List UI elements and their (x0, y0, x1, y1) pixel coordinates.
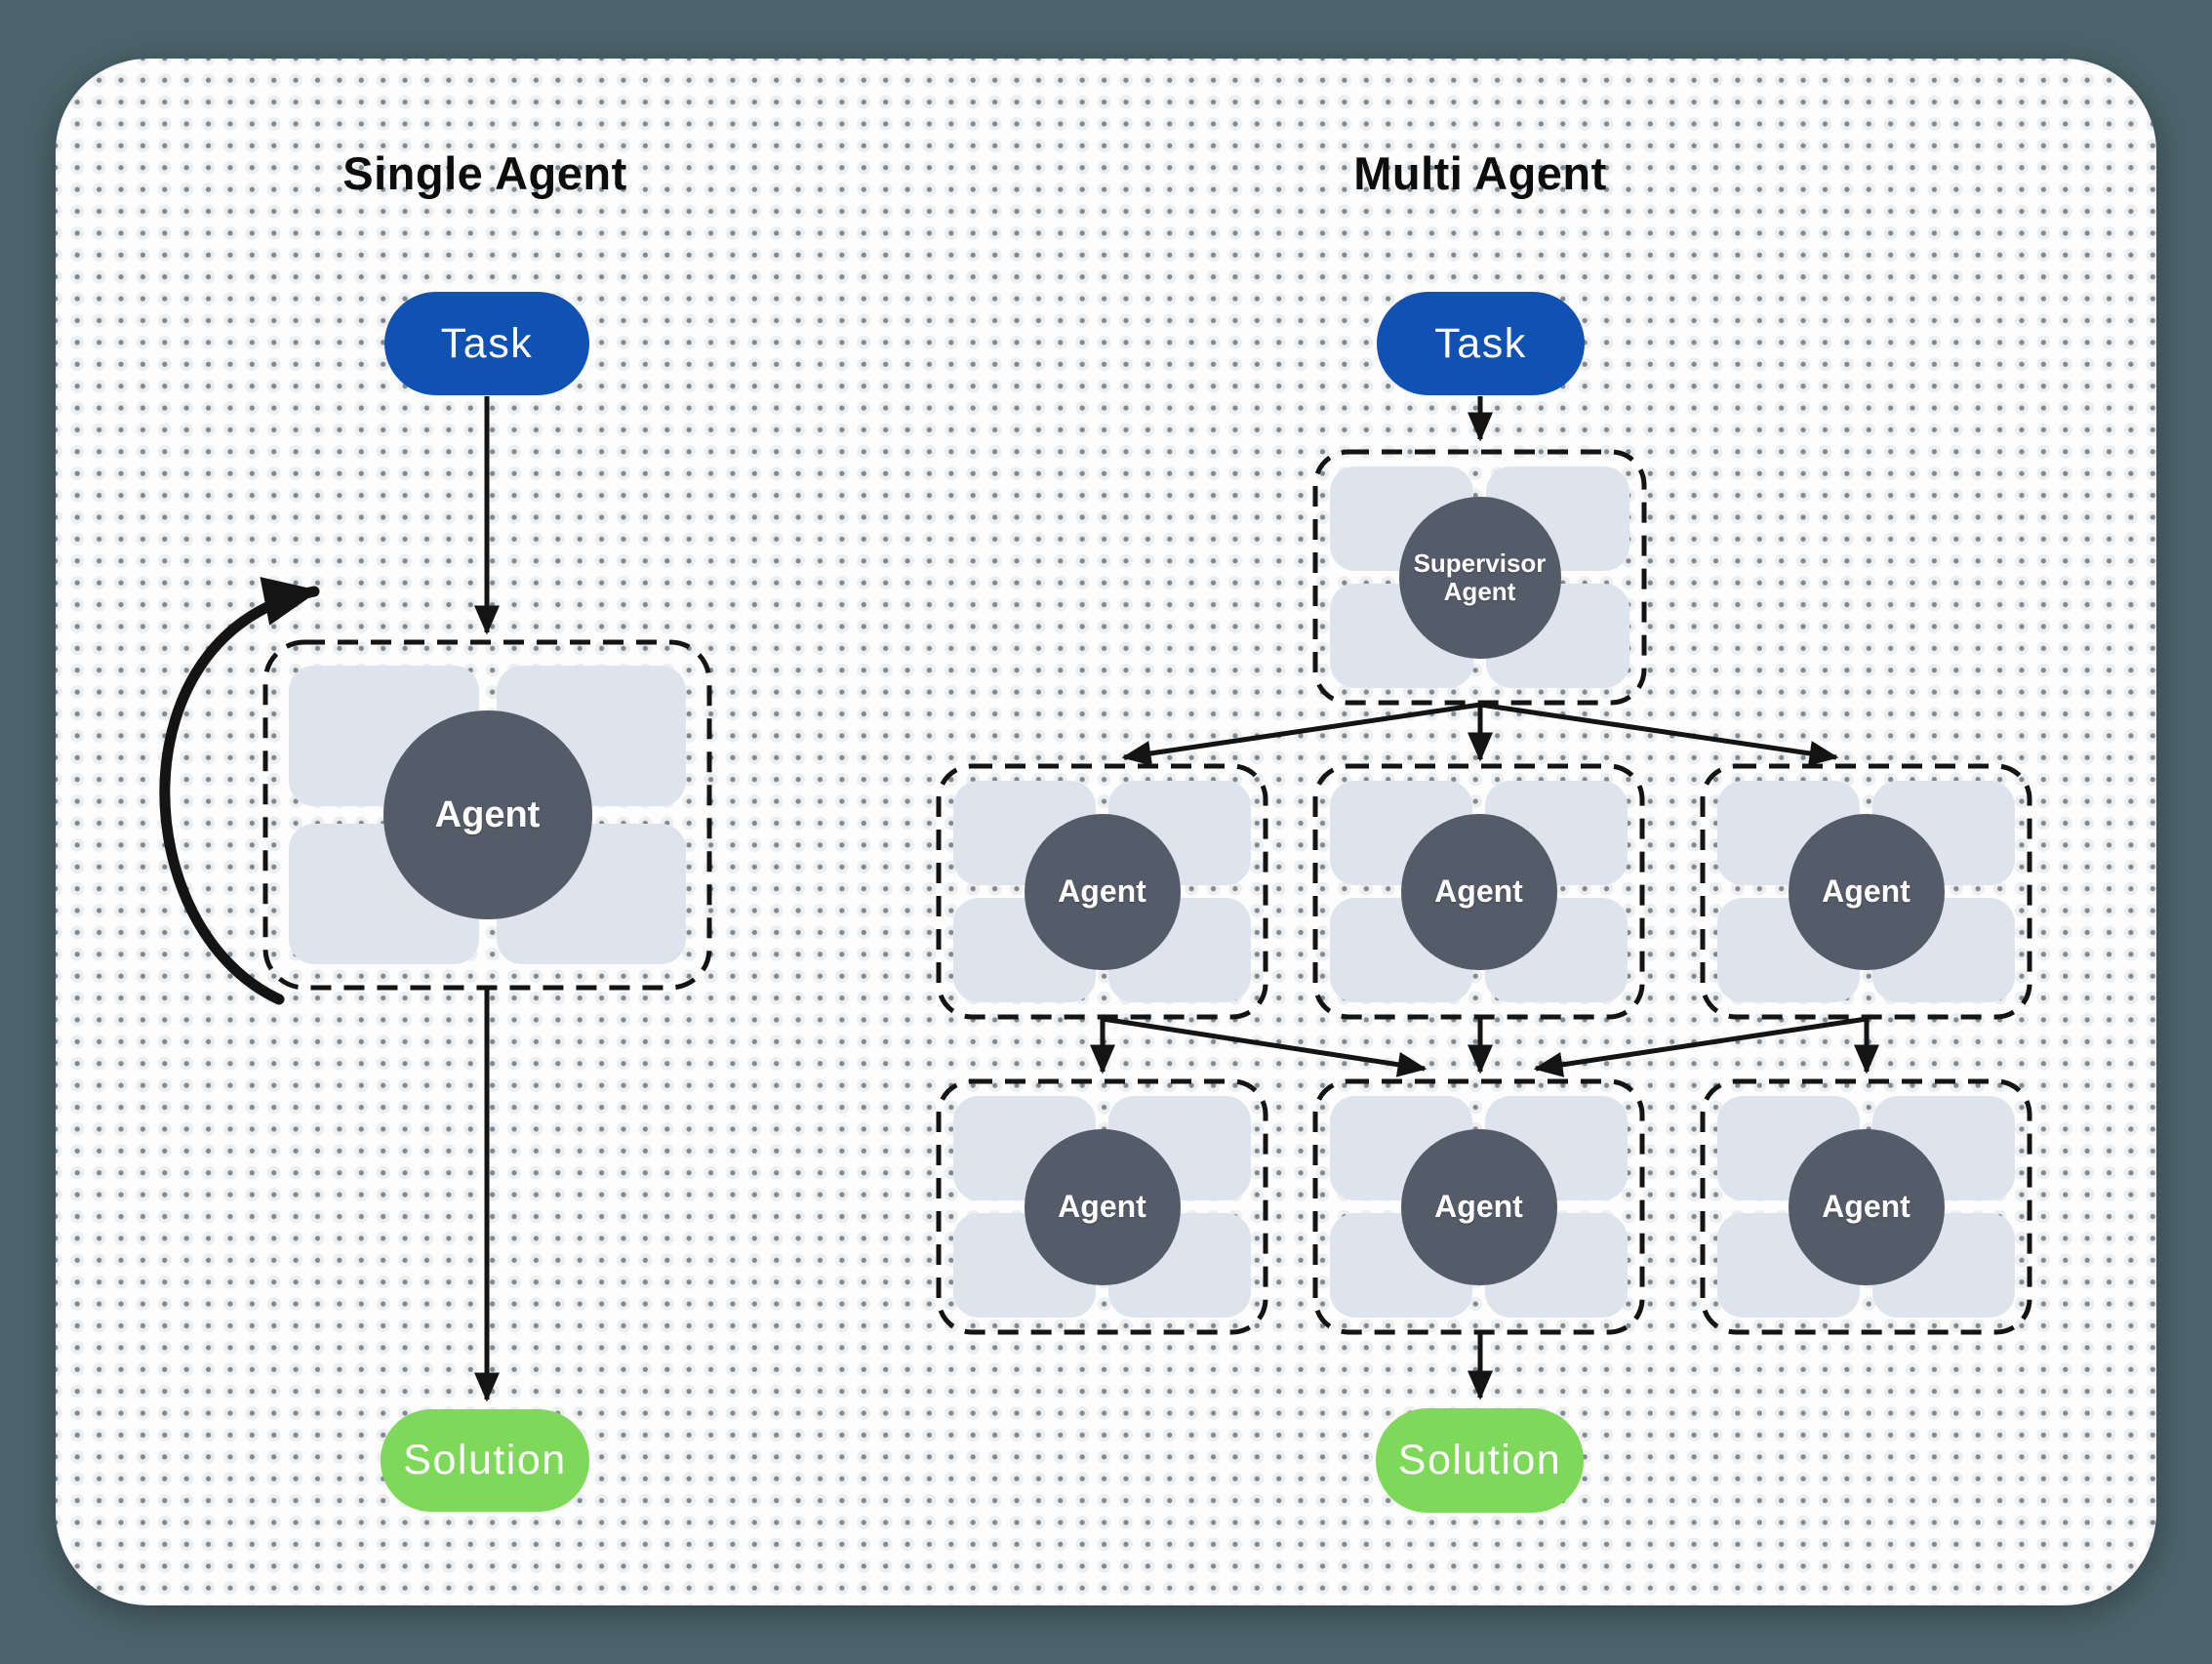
supervisor-agent-circle: Supervisor Agent (1398, 496, 1561, 659)
single-agent-box: Agent (265, 642, 709, 988)
agent-label: Agent (1434, 1189, 1523, 1224)
task-pill-multi: Task (1377, 292, 1585, 395)
agent-box-row1-middle: Agent (1315, 766, 1642, 1017)
solution-pill-single: Solution (381, 1409, 589, 1512)
single-agent-circle: Agent (382, 710, 592, 919)
agent-label: Agent (434, 793, 541, 835)
agent-circle: Agent (1400, 1128, 1557, 1285)
agent-circle: Agent (1788, 1128, 1945, 1285)
agent-label: Agent (1058, 873, 1146, 909)
single-agent-title: Single Agent (342, 147, 627, 199)
agent-label: Agent (1822, 873, 1910, 909)
supervisor-label-line1: Supervisor (1413, 548, 1547, 578)
agent-box-row1-right: Agent (1703, 766, 2030, 1017)
agent-box-row1-left: Agent (939, 766, 1266, 1017)
agent-label: Agent (1434, 873, 1523, 909)
supervisor-label-line2: Agent (1443, 576, 1516, 606)
agent-label: Agent (1058, 1189, 1146, 1224)
task-pill-single: Task (384, 292, 589, 395)
agent-circle: Agent (1024, 1128, 1181, 1285)
multi-agent-title: Multi Agent (1353, 147, 1607, 199)
agent-box-row2-middle: Agent (1315, 1081, 1642, 1332)
agent-circle: Agent (1788, 813, 1945, 970)
solution-pill-multi: Solution (1376, 1408, 1584, 1513)
tool-quadrants (1703, 766, 2030, 1017)
agent-label: Agent (1822, 1189, 1910, 1224)
agent-circle: Agent (1400, 813, 1557, 970)
agent-box-row2-right: Agent (1703, 1081, 2030, 1332)
agent-circle: Agent (1024, 813, 1181, 970)
agent-box-row2-left: Agent (939, 1081, 1266, 1332)
supervisor-agent-box: Supervisor Agent (1315, 452, 1644, 703)
